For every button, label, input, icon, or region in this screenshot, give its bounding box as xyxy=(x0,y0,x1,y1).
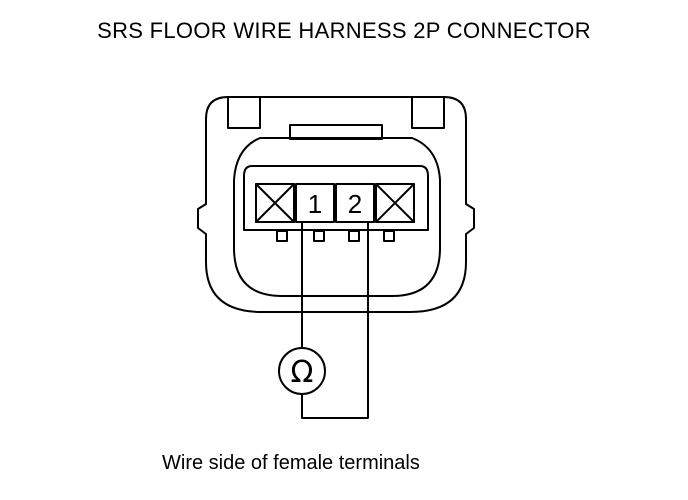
terminal-row: 1 2 xyxy=(255,183,415,223)
terminal-1-label: 1 xyxy=(308,189,322,219)
connector-housing xyxy=(197,96,475,313)
probe-wire-terminal-2 xyxy=(301,221,369,419)
ohmmeter-symbol: Ω xyxy=(291,355,314,390)
blocked-cavity-right xyxy=(375,183,415,223)
probe-wires xyxy=(301,221,369,419)
terminal-2: 2 xyxy=(335,183,375,223)
terminal-2-label: 2 xyxy=(348,189,362,219)
lock-slots xyxy=(276,230,395,242)
diagram-title: SRS FLOOR WIRE HARNESS 2P CONNECTOR xyxy=(97,18,591,43)
ohmmeter-icon: Ω xyxy=(278,347,326,395)
blocked-cavity-left xyxy=(255,183,295,223)
diagram-caption: Wire side of female terminals xyxy=(162,452,420,474)
terminal-1: 1 xyxy=(295,183,335,223)
